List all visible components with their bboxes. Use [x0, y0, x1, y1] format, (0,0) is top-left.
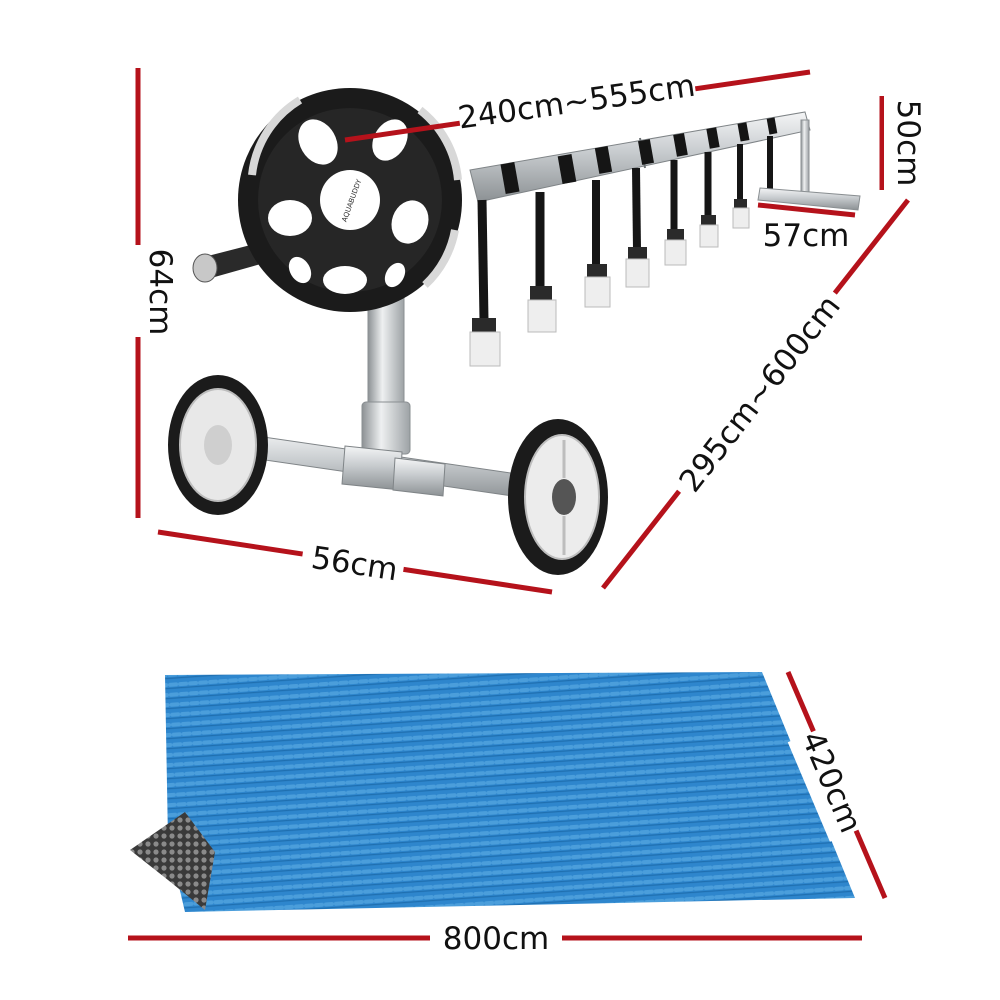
strap: [699, 127, 720, 248]
strap: [732, 122, 750, 229]
label-reel-height: 64cm: [142, 249, 178, 336]
left-wheel: [168, 375, 268, 515]
cover-folded-corner: [130, 812, 215, 910]
strap: [625, 139, 654, 288]
dim-line-support-width: [757, 202, 856, 218]
strap: [664, 133, 688, 266]
strap: [766, 117, 778, 190]
wheel-axle: [209, 429, 546, 501]
label-support-width: 57cm: [763, 218, 850, 254]
label-tube-length: 240cm~555cm: [456, 68, 697, 137]
far-end-stand: [757, 119, 861, 211]
reel-handwheel: AQUABUDDY: [238, 88, 462, 312]
strap: [527, 153, 577, 333]
right-wheel: [508, 419, 608, 575]
strap: [584, 145, 613, 308]
solar-pool-cover: [130, 672, 855, 912]
label-cover-length: 800cm: [443, 921, 549, 957]
pool-cover-reel: AQUABUDDY: [168, 88, 861, 575]
cover-straps: [469, 117, 778, 367]
label-pool-size: 295cm~600cm: [672, 289, 847, 499]
label-support-height: 50cm: [890, 100, 926, 187]
strap: [469, 162, 520, 367]
